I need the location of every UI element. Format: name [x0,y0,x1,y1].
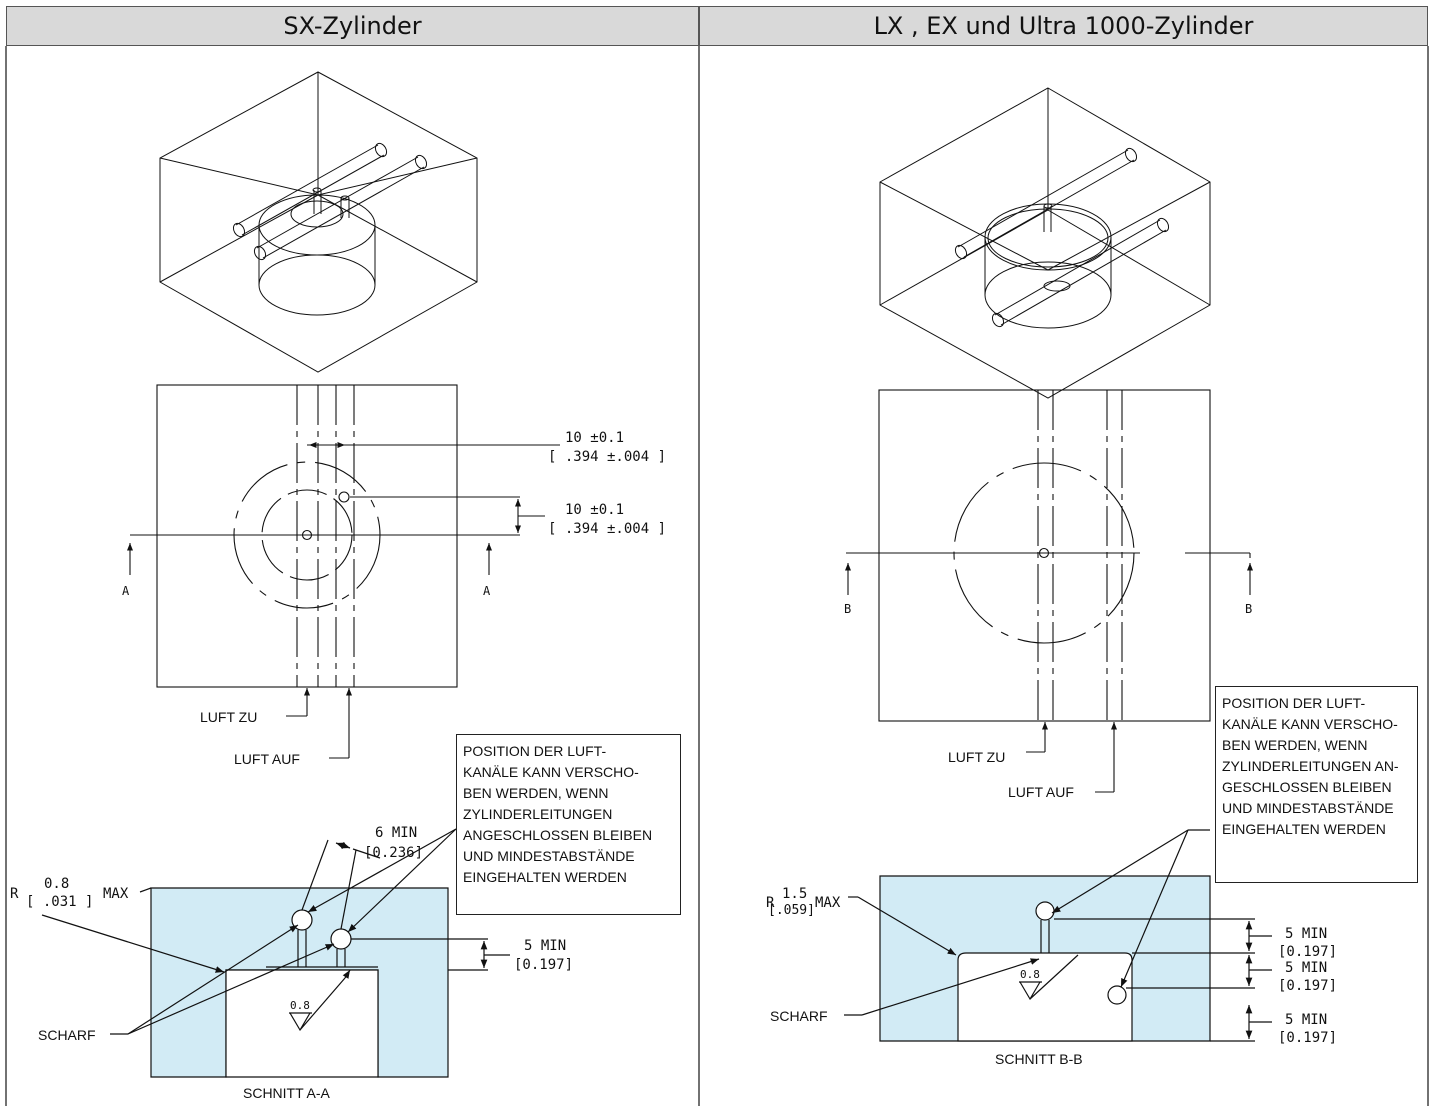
dim1-value: 10 ±0.1 [565,430,624,446]
radius-value-right: 1.5 [782,886,807,902]
iso-view-lx [879,87,1211,399]
dim2-inch: [ .394 ±.004 ] [548,521,666,537]
section-a-a [41,828,510,1078]
header-left-label: SX-Zylinder [283,12,422,40]
section-mark-b-left: B [844,602,851,616]
dim2-value: 10 ±0.1 [565,502,624,518]
dim-5min-b: 5 MIN [1285,960,1327,976]
dim-6min: 6 MIN [375,825,417,841]
top-view-lx [844,389,1254,793]
section-mark-b-right: B [1245,602,1252,616]
table-frame [5,46,1429,1106]
header-lx-ex-ultra-cylinder: LX , EX und Ultra 1000-Zylinder [699,6,1428,46]
iso-view-sx [159,71,478,373]
section-title-a: SCHNITT A-A [243,1085,331,1101]
note-box-right: POSITION DER LUFT- KANÄLE KANN VERSCHO- … [1215,686,1418,883]
section-b-b [844,829,1272,1042]
dim-5min-c-inch: [0.197] [1278,1030,1337,1046]
dim-5min-b-inch: [0.197] [1278,978,1337,994]
header-sx-cylinder: SX-Zylinder [6,6,699,46]
dim-6min-inch: [0.236] [364,845,423,861]
section-mark-a-left: A [122,584,130,598]
section-mark-a-right: A [483,584,491,598]
surface-right: 0.8 [1020,968,1040,981]
section-title-b: SCHNITT B-B [995,1051,1083,1067]
dim-5min-c: 5 MIN [1285,1012,1327,1028]
note-box-left: POSITION DER LUFT- KANÄLE KANN VERSCHO- … [456,734,681,915]
luft-zu-right: LUFT ZU [948,749,1005,765]
radius-r-right: R [766,895,775,911]
dim-5min-inch-left: [0.197] [514,957,573,973]
radius-value-left: 0.8 [44,876,69,892]
dim-5min-a-inch: [0.197] [1278,944,1337,960]
scharf-right: SCHARF [770,1008,828,1024]
dim1-inch: [ .394 ±.004 ] [548,449,666,465]
luft-auf-right: LUFT AUF [1008,784,1074,800]
luft-zu-left: LUFT ZU [200,709,257,725]
radius-inch-left: [ .031 ] [26,894,93,910]
radius-max-right: MAX [815,895,841,911]
dim-5min-a: 5 MIN [1285,926,1327,942]
scharf-left: SCHARF [38,1027,96,1043]
radius-inch-right: [.059] [768,903,815,918]
surface-left: 0.8 [290,999,310,1012]
radius-max-left: MAX [103,886,129,902]
header-right-label: LX , EX und Ultra 1000-Zylinder [873,12,1254,40]
luft-auf-left: LUFT AUF [234,751,300,767]
dim-5min-left: 5 MIN [524,938,566,954]
radius-r-left: R [10,886,19,902]
top-view-sx [126,384,560,759]
